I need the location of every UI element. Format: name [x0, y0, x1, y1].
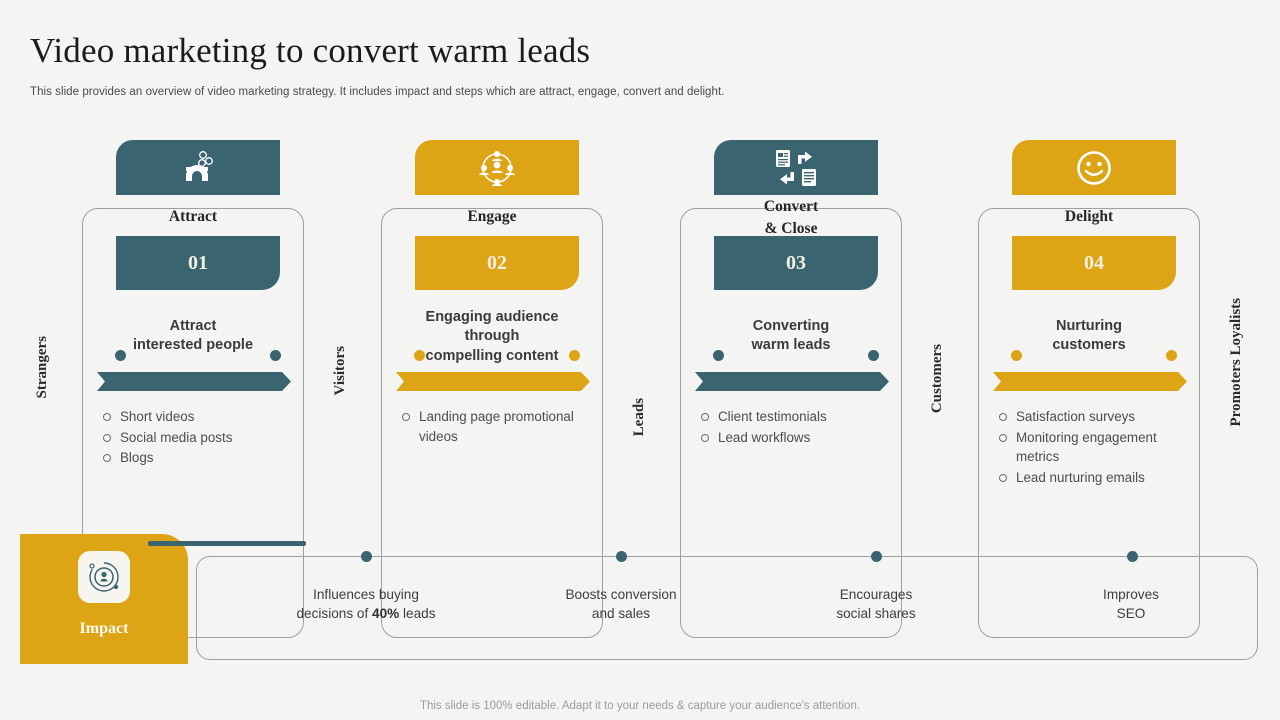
delight-title: Delight	[1064, 208, 1114, 225]
stage-label-visitors: Visitors	[332, 346, 348, 396]
document-exchange-icon	[773, 148, 819, 188]
stage-label-strangers: Strangers	[34, 336, 50, 399]
delight-description: Nurturing customers	[1052, 318, 1126, 354]
impact-item-line2: and sales	[591, 606, 651, 622]
convert-dot-right	[868, 350, 879, 361]
attract-number: 01	[116, 236, 280, 290]
convert-icon-header	[714, 140, 878, 195]
convert-description: Converting warm leads	[751, 318, 831, 354]
impact-item-line1: Encourages	[839, 587, 913, 602]
attract-dot-right	[270, 350, 281, 361]
convert-card-outline	[680, 208, 902, 638]
engage-title: Engage	[467, 208, 517, 225]
convert-chevron-divider	[695, 372, 889, 391]
impact-item-3: Encourages social shares	[771, 585, 981, 623]
attract-bullet-list: Short videos Social media posts Blogs	[102, 407, 296, 469]
impact-item-1: Influences buying decisions of 40% leads	[261, 585, 471, 623]
attract-icon-header	[116, 140, 280, 195]
impact-item-line2: social shares	[836, 606, 916, 622]
engage-chevron-divider	[396, 372, 590, 391]
impact-item-4: Improves SEO	[1026, 585, 1236, 623]
page-subtitle: This slide provides an overview of video…	[30, 86, 725, 98]
impact-item-line1: Boosts conversion	[565, 587, 677, 602]
convert-title: Convert & Close	[763, 198, 819, 237]
impact-orbit-icon	[78, 551, 130, 603]
convert-dot-left	[713, 350, 724, 361]
engage-dot-right	[569, 350, 580, 361]
delight-number: 04	[1012, 236, 1176, 290]
stage-column-attract: Attract 01 Attract interested people Sho…	[82, 140, 304, 638]
convert-bullet-list: Client testimonials Lead workflows	[700, 407, 894, 448]
engage-dot-left	[414, 350, 425, 361]
engage-description: Engaging audience through compelling con…	[425, 309, 559, 364]
delight-card-outline	[978, 208, 1200, 638]
stage-label-leads: Leads	[631, 398, 647, 437]
stage-column-convert: Convert & Close 03 Converting warm leads…	[680, 140, 902, 638]
attract-dot-left	[115, 350, 126, 361]
engage-number: 02	[415, 236, 579, 290]
smiley-face-icon	[1075, 149, 1113, 187]
impact-label: Impact	[79, 620, 129, 637]
impact-dot-1	[361, 551, 372, 562]
list-item: Monitoring engagement metrics	[998, 428, 1192, 467]
impact-item-line1: Influences buying	[313, 587, 419, 602]
attract-card-outline	[82, 208, 304, 638]
footer-note: This slide is 100% editable. Adapt it to…	[419, 700, 861, 712]
list-item: Short videos	[102, 407, 296, 427]
list-item: Blogs	[102, 448, 296, 468]
delight-dot-right	[1166, 350, 1177, 361]
impact-item-line1: Improves	[1103, 587, 1159, 602]
list-item: Social media posts	[102, 428, 296, 448]
stage-column-engage: Engage 02 Engaging audience through comp…	[381, 140, 603, 638]
engage-icon-header	[415, 140, 579, 195]
list-item: Lead nurturing emails	[998, 468, 1192, 488]
attract-description: Attract interested people	[132, 318, 254, 354]
convert-number: 03	[714, 236, 878, 290]
page-title: Video marketing to convert warm leads	[30, 31, 591, 70]
impact-block: Impact	[20, 534, 188, 664]
impact-dot-3	[871, 551, 882, 562]
impact-dot-2	[616, 551, 627, 562]
stage-column-delight: Delight 04 Nurturing customers Satisfact…	[978, 140, 1200, 638]
impact-dot-4	[1127, 551, 1138, 562]
magnet-icon	[178, 150, 218, 186]
engage-bullet-list: Landing page promotional videos	[401, 407, 595, 447]
list-item: Client testimonials	[700, 407, 894, 427]
list-item: Lead workflows	[700, 428, 894, 448]
impact-accent-rule	[148, 541, 306, 546]
delight-dot-left	[1011, 350, 1022, 361]
audience-network-icon	[477, 149, 517, 187]
delight-bullet-list: Satisfaction surveys Monitoring engageme…	[998, 407, 1192, 488]
impact-item-line2: decisions of 40% leads	[296, 606, 436, 622]
list-item: Landing page promotional videos	[401, 407, 595, 446]
delight-chevron-divider	[993, 372, 1187, 391]
engage-card-outline	[381, 208, 603, 638]
impact-panel-outline	[196, 556, 1258, 660]
attract-chevron-divider	[97, 372, 291, 391]
impact-item-line2: SEO	[1116, 606, 1146, 622]
delight-icon-header	[1012, 140, 1176, 195]
list-item: Satisfaction surveys	[998, 407, 1192, 427]
stage-label-promoters: Promoters Loyalists	[1228, 298, 1244, 427]
attract-title: Attract	[168, 208, 218, 225]
impact-item-2: Boosts conversion and sales	[516, 585, 726, 623]
stage-label-customers: Customers	[929, 344, 945, 414]
